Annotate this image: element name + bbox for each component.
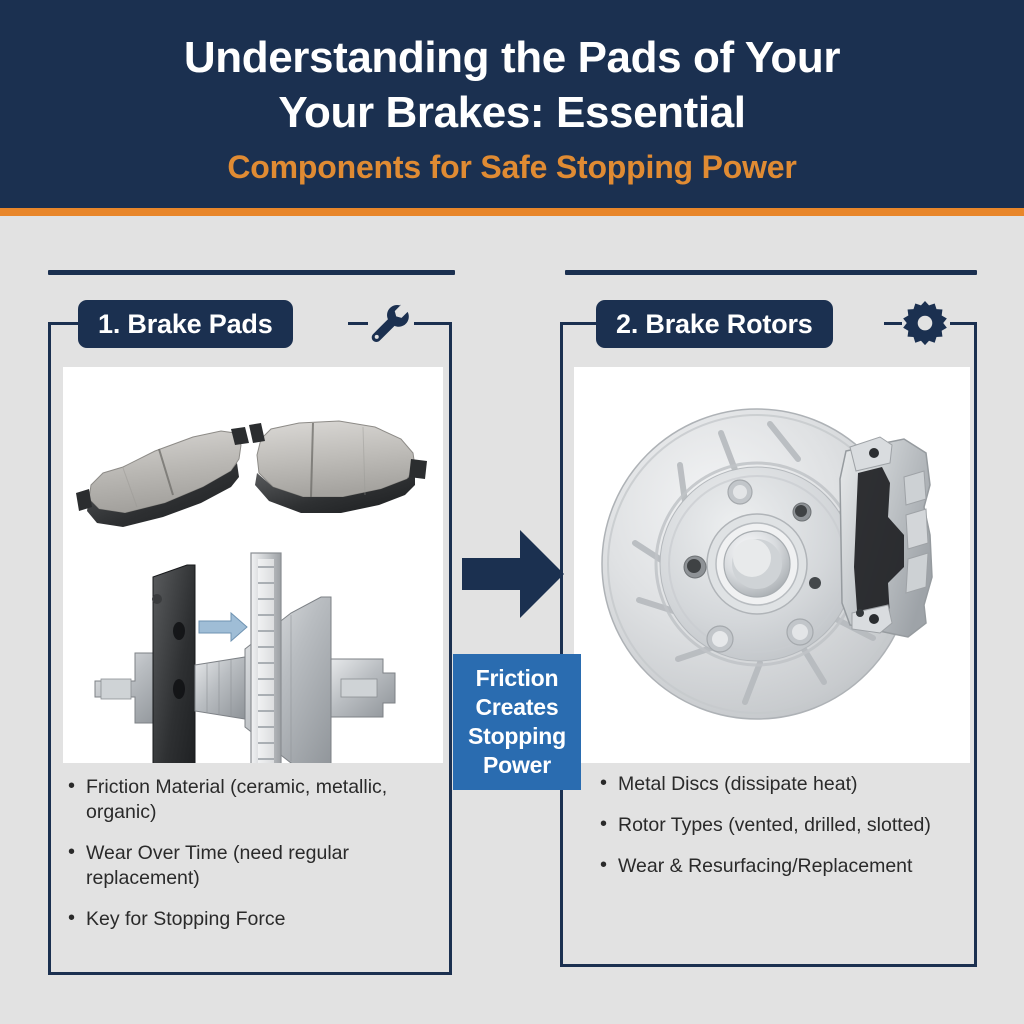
list-item: Rotor Types (vented, drilled, slotted) (600, 812, 975, 838)
brake-caliper (839, 436, 933, 638)
rotor-hub-center (706, 513, 808, 615)
card-left-top-border-mid (348, 322, 368, 325)
assembly-direction-arrow (198, 611, 248, 643)
badge-brake-rotors-label: 2. Brake Rotors (616, 308, 813, 339)
badge-brake-rotors[interactable]: 2. Brake Rotors (596, 300, 833, 348)
section-rule-right (565, 270, 977, 275)
card-brake-rotors (560, 322, 977, 967)
header-text-block: Understanding the Pads of Your Your Brak… (0, 0, 1024, 189)
page-title-line-2: Your Brakes: Essential (278, 88, 746, 137)
lug-holes (683, 479, 821, 653)
page-subtitle: Components for Safe Stopping Power (227, 149, 797, 185)
brake-pad-right-part (249, 420, 427, 513)
slotted-rotor-illustration (574, 367, 970, 763)
friction-label-line-4: Power (482, 752, 551, 778)
friction-label-line-2: Creates (475, 694, 559, 720)
badge-brake-pads[interactable]: 1. Brake Pads (78, 300, 293, 348)
list-item: Wear Over Time (need regular replacement… (68, 840, 440, 891)
friction-label-line-3: Stopping (467, 723, 567, 749)
image-panel-brake-pads (63, 367, 443, 763)
header-accent-bar (0, 208, 1024, 216)
list-item: Metal Discs (dissipate heat) (600, 771, 975, 797)
page-title-line-1: Understanding the Pads of Your (183, 33, 841, 82)
friction-label-line-1: Friction (475, 665, 559, 691)
wrench-icon (366, 301, 412, 347)
friction-label-box: Friction Creates Stopping Power (453, 654, 581, 790)
brake-pads-illustration (63, 367, 443, 763)
bullet-list-brake-rotors: Metal Discs (dissipate heat) Rotor Types… (600, 771, 975, 895)
brake-pad-left-part (76, 427, 249, 527)
bullet-list-brake-pads: Friction Material (ceramic, metallic, or… (68, 774, 440, 948)
card-right-top-border-start (560, 322, 596, 325)
card-left-top-border-end (414, 322, 452, 325)
list-item: Wear & Resurfacing/Replacement (600, 853, 975, 879)
card-brake-pads (48, 322, 452, 975)
gear-icon (902, 301, 948, 347)
card-right-top-border-mid (884, 322, 902, 325)
list-item: Friction Material (ceramic, metallic, or… (68, 774, 440, 825)
card-left-top-border-start (48, 322, 80, 325)
right-arrow-icon (462, 528, 564, 620)
badge-brake-pads-label: 1. Brake Pads (98, 308, 273, 339)
section-rule-left (48, 270, 455, 275)
image-panel-brake-rotor (574, 367, 970, 763)
header-banner: Understanding the Pads of Your Your Brak… (0, 0, 1024, 208)
card-right-top-border-end (950, 322, 977, 325)
rotor-hub-cutaway-diagram (94, 552, 396, 763)
list-item: Key for Stopping Force (68, 906, 440, 932)
vented-rotor-disc (250, 552, 282, 763)
